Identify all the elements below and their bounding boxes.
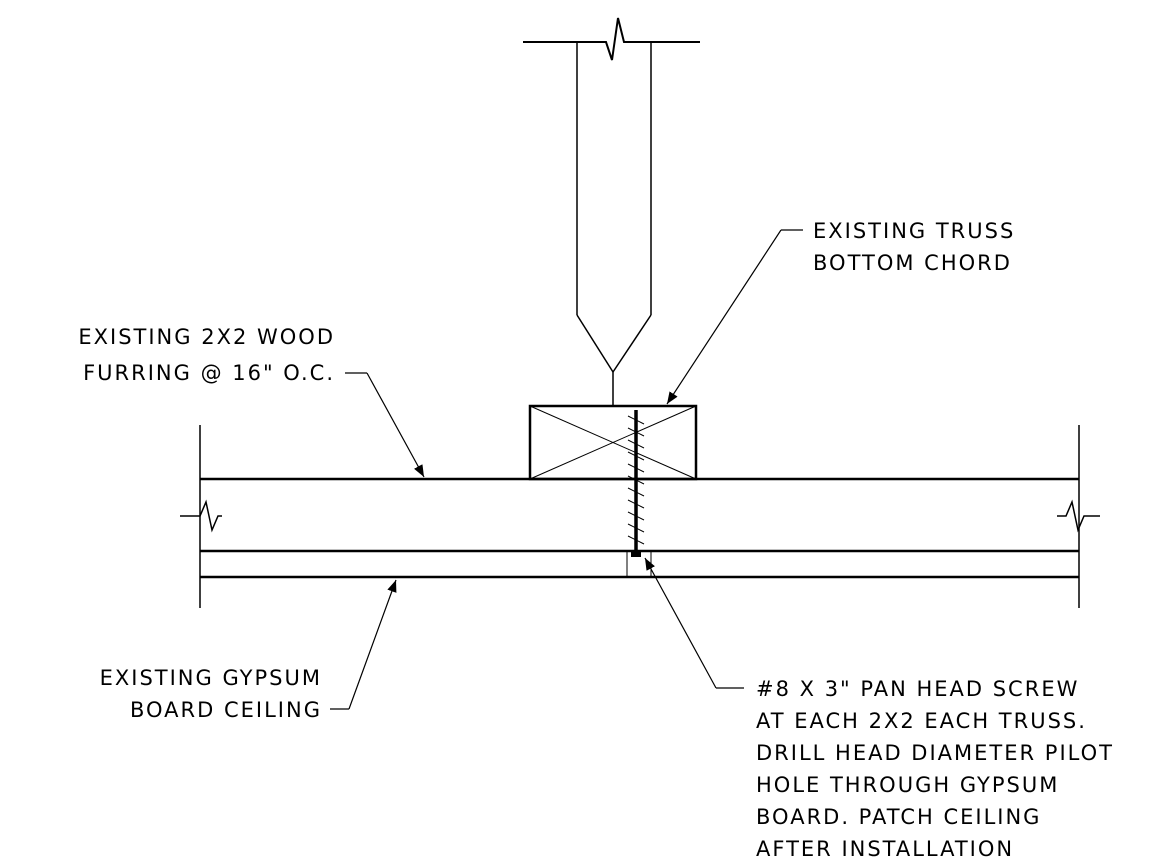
label-furring: EXISTING 2X2 WOOD FURRING @ 16" O.C. bbox=[78, 325, 335, 385]
label-furring-line: FURRING @ 16" O.C. bbox=[83, 361, 335, 385]
label-gypsum-line: BOARD CEILING bbox=[130, 698, 322, 722]
left-break-line bbox=[180, 425, 222, 608]
label-gypsum-line: EXISTING GYPSUM bbox=[100, 666, 322, 690]
label-truss-line: EXISTING TRUSS bbox=[813, 219, 1015, 243]
label-furring-line: EXISTING 2X2 WOOD bbox=[78, 325, 335, 349]
label-screw-line: #8 X 3" PAN HEAD SCREW bbox=[756, 677, 1079, 701]
label-screw-line: DRILL HEAD DIAMETER PILOT bbox=[756, 741, 1114, 765]
label-screw-line: BOARD. PATCH CEILING bbox=[756, 805, 1041, 829]
pan-head-screw bbox=[627, 410, 645, 557]
label-truss: EXISTING TRUSS BOTTOM CHORD bbox=[813, 219, 1015, 275]
leader-furring bbox=[345, 372, 425, 478]
label-screw-line: AFTER INSTALLATION bbox=[756, 837, 1014, 861]
label-truss-line: BOTTOM CHORD bbox=[813, 251, 1012, 275]
wood-furring bbox=[200, 477, 1079, 553]
label-screw-line: HOLE THROUGH GYPSUM bbox=[756, 773, 1059, 797]
label-screw-line: AT EACH 2X2 EACH TRUSS. bbox=[756, 709, 1087, 733]
label-screw: #8 X 3" PAN HEAD SCREW AT EACH 2X2 EACH … bbox=[756, 677, 1114, 861]
right-break-line bbox=[1057, 425, 1100, 608]
truss-web bbox=[523, 17, 700, 405]
leader-truss bbox=[666, 229, 803, 405]
leader-gypsum bbox=[330, 579, 397, 710]
label-gypsum: EXISTING GYPSUM BOARD CEILING bbox=[100, 666, 322, 722]
leader-screw bbox=[644, 557, 744, 689]
truss-bottom-chord bbox=[528, 404, 698, 481]
